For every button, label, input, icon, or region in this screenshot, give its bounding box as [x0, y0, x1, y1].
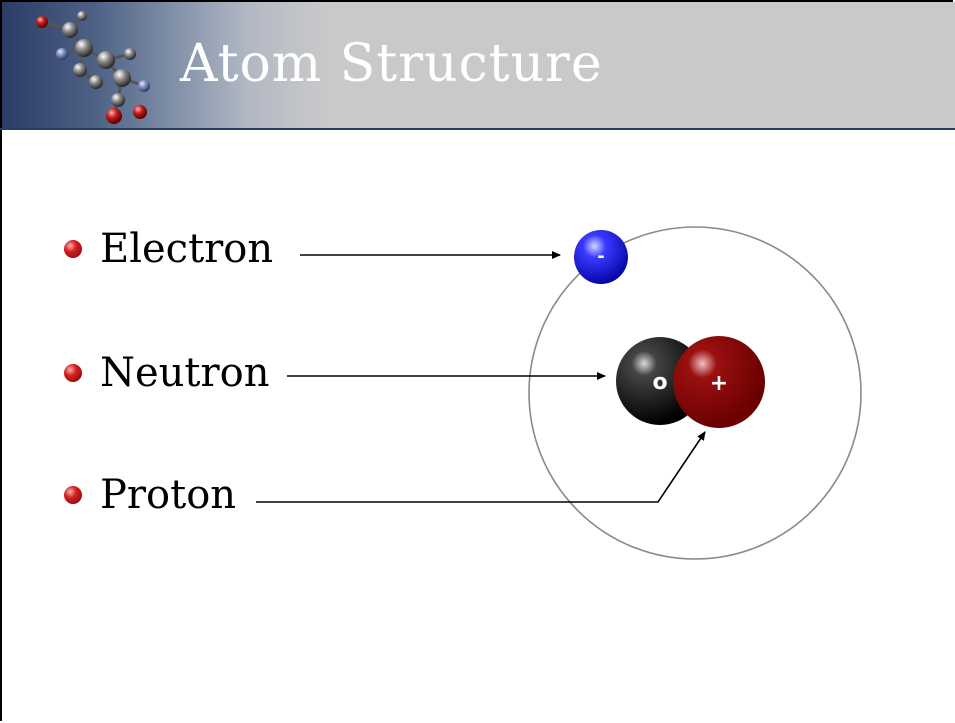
bullet-item-proton: Proton: [64, 472, 236, 518]
bullet-label-neutron: Neutron: [100, 350, 270, 396]
bullet-label-proton: Proton: [100, 472, 237, 518]
red-sphere-bullet-icon: [64, 486, 82, 504]
red-sphere-bullet-icon: [64, 364, 82, 382]
molecule-icon: [36, 11, 150, 124]
red-sphere-bullet-icon: [64, 240, 82, 258]
bullet-item-electron: Electron: [64, 226, 273, 272]
title-bar: Atom Structure: [2, 2, 955, 130]
bullet-label-electron: Electron: [100, 226, 274, 272]
slide-title: Atom Structure: [180, 34, 603, 94]
header-divider: [0, 128, 955, 130]
bullet-item-neutron: Neutron: [64, 350, 269, 396]
